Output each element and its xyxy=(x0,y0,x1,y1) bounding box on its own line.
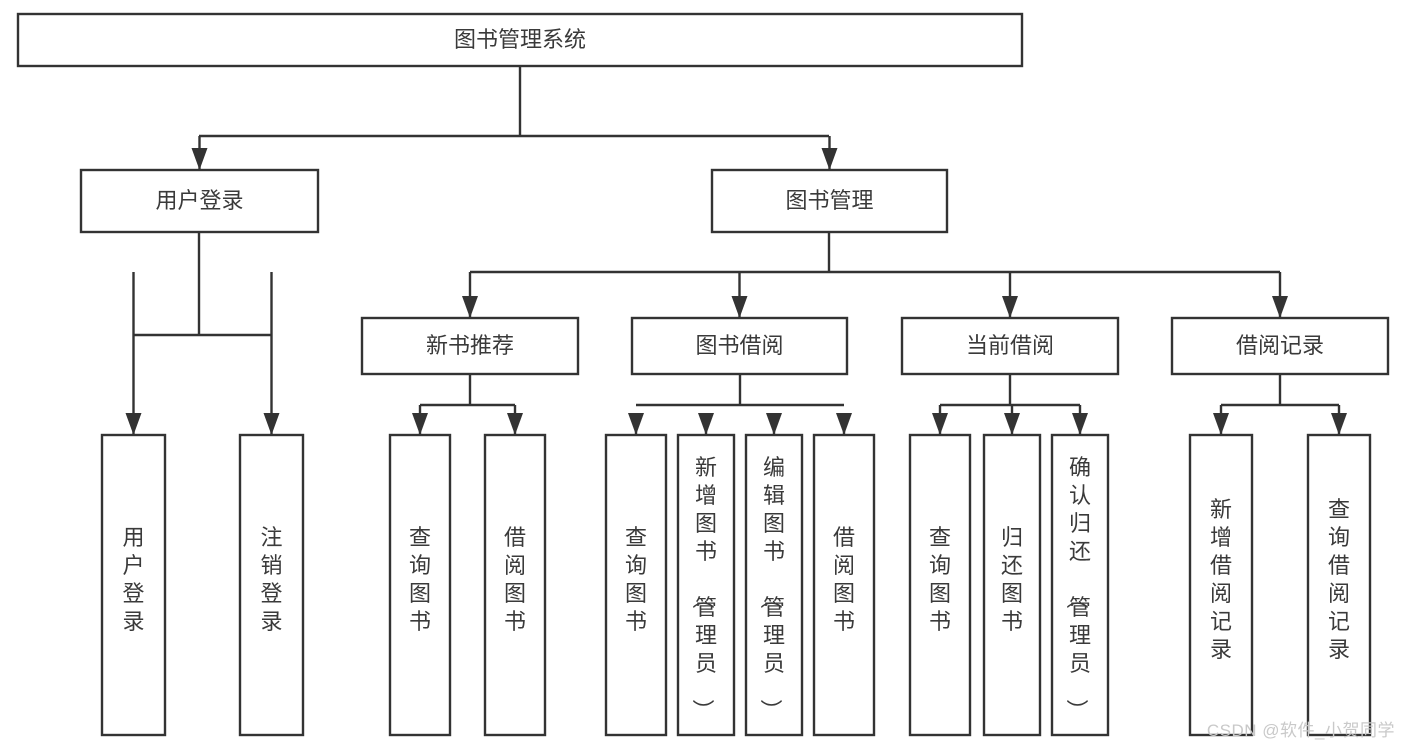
arrow-head-icon xyxy=(507,413,523,435)
node-box[interactable] xyxy=(100,433,167,737)
node-label: 借阅记录 xyxy=(1236,333,1324,358)
flow-node-l2a[interactable]: 用户登录 xyxy=(79,168,320,234)
arrow-head-icon xyxy=(731,296,748,318)
csdn-watermark: CSDN @软件_小贺同学 xyxy=(1206,721,1395,740)
node-label: 当前借阅 xyxy=(966,333,1054,358)
flow-node-l2b[interactable]: 图书管理 xyxy=(710,168,949,234)
node-label: 借阅图书 xyxy=(504,525,526,634)
node-label: 新增图书（管理员） xyxy=(690,455,717,721)
node-box[interactable] xyxy=(238,433,305,737)
node-label: 查询图书 xyxy=(625,525,647,634)
node-label: 借阅图书 xyxy=(833,525,855,634)
node-box[interactable] xyxy=(676,433,736,737)
flow-node-root[interactable]: 图书管理系统 xyxy=(16,12,1024,68)
node-box[interactable] xyxy=(1170,316,1390,376)
node-box[interactable] xyxy=(1306,433,1372,737)
node-box[interactable] xyxy=(812,433,876,737)
arrow-head-icon xyxy=(698,413,714,435)
node-label: 编辑图书（管理员） xyxy=(758,455,785,721)
flow-node-l3d[interactable]: 借阅记录 xyxy=(1170,316,1390,376)
node-label: 新书推荐 xyxy=(426,333,514,358)
flow-node-leaf13[interactable]: 查询借阅记录 xyxy=(1306,433,1372,737)
node-label: 图书管理 xyxy=(785,188,873,213)
flow-node-l3a[interactable]: 新书推荐 xyxy=(360,316,580,376)
node-box[interactable] xyxy=(388,433,452,737)
node-box[interactable] xyxy=(360,316,580,376)
flow-node-leaf12[interactable]: 新增借阅记录 xyxy=(1188,433,1254,737)
flow-node-leaf4[interactable]: 借阅图书 xyxy=(483,433,547,737)
connector-layer xyxy=(125,66,1347,435)
flow-node-leaf1[interactable]: 用户登录 xyxy=(100,433,167,737)
flow-node-leaf6[interactable]: 新增图书（管理员） xyxy=(676,433,736,737)
arrow-head-icon xyxy=(836,413,852,435)
node-label: 确认归还（管理员） xyxy=(1064,455,1091,721)
flow-node-leaf2[interactable]: 注销登录 xyxy=(238,433,305,737)
node-box[interactable] xyxy=(982,433,1042,737)
arrow-head-icon xyxy=(628,413,644,435)
arrow-head-icon xyxy=(462,296,478,318)
node-layer: 图书管理系统用户登录图书管理新书推荐图书借阅当前借阅借阅记录用户登录注销登录查询… xyxy=(16,12,1390,737)
arrow-head-icon xyxy=(1213,413,1229,435)
node-box[interactable] xyxy=(900,316,1120,376)
node-box[interactable] xyxy=(79,168,320,234)
flow-node-leaf8[interactable]: 借阅图书 xyxy=(812,433,876,737)
flow-node-leaf11[interactable]: 确认归还（管理员） xyxy=(1050,433,1110,737)
arrow-head-icon xyxy=(1272,296,1288,318)
node-label: 归还图书 xyxy=(1001,525,1023,634)
arrow-head-icon xyxy=(191,148,208,170)
node-label: 查询借阅记录 xyxy=(1328,497,1350,662)
arrow-head-icon xyxy=(932,413,948,435)
flow-node-leaf5[interactable]: 查询图书 xyxy=(604,433,668,737)
arrow-head-icon xyxy=(412,413,428,435)
node-box[interactable] xyxy=(908,433,972,737)
node-label: 查询图书 xyxy=(929,525,951,634)
node-label: 用户登录 xyxy=(155,188,243,213)
node-label: 注销登录 xyxy=(260,525,282,634)
node-box[interactable] xyxy=(1050,433,1110,737)
node-label: 查询图书 xyxy=(409,525,431,634)
arrow-head-icon xyxy=(1072,413,1088,435)
node-box[interactable] xyxy=(604,433,668,737)
node-box[interactable] xyxy=(483,433,547,737)
arrow-head-icon xyxy=(1002,296,1018,318)
node-label: 图书管理系统 xyxy=(454,27,586,52)
flow-node-leaf7[interactable]: 编辑图书（管理员） xyxy=(744,433,804,737)
flow-node-leaf3[interactable]: 查询图书 xyxy=(388,433,452,737)
node-box[interactable] xyxy=(744,433,804,737)
node-box[interactable] xyxy=(630,316,849,376)
arrow-head-icon xyxy=(821,148,838,170)
node-box[interactable] xyxy=(1188,433,1254,737)
node-label: 图书借阅 xyxy=(695,333,783,358)
arrow-head-icon xyxy=(1004,413,1020,435)
arrow-head-icon xyxy=(1331,413,1347,435)
arrow-head-icon xyxy=(263,413,280,435)
node-label: 新增借阅记录 xyxy=(1210,497,1232,662)
flow-node-leaf9[interactable]: 查询图书 xyxy=(908,433,972,737)
arrow-head-icon xyxy=(766,413,782,435)
flow-node-l3c[interactable]: 当前借阅 xyxy=(900,316,1120,376)
node-label: 用户登录 xyxy=(122,525,144,634)
node-box[interactable] xyxy=(16,12,1024,68)
flow-node-leaf10[interactable]: 归还图书 xyxy=(982,433,1042,737)
node-box[interactable] xyxy=(710,168,949,234)
arrow-head-icon xyxy=(125,413,142,435)
flow-node-l3b[interactable]: 图书借阅 xyxy=(630,316,849,376)
